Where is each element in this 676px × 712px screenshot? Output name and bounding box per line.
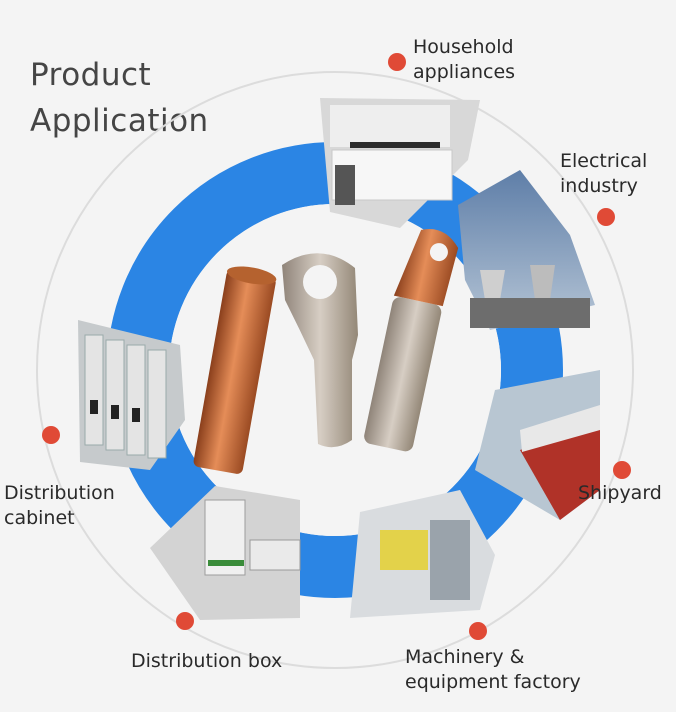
label-electrical-line-1: Electrical xyxy=(560,150,648,172)
label-machinery-line-2: equipment factory xyxy=(405,671,581,693)
label-cabinet-line-2: cabinet xyxy=(4,507,75,529)
label-electrical-industry: Electrical industry xyxy=(560,149,647,199)
tinned-lug xyxy=(282,253,358,448)
copper-tube xyxy=(193,266,277,474)
dot-distribution-box xyxy=(176,612,194,630)
dot-electrical xyxy=(597,208,615,226)
outer-circle xyxy=(36,71,634,669)
photo-distribution-cabinet xyxy=(78,320,185,470)
dot-household xyxy=(388,53,406,71)
label-cabinet-line-1: Distribution xyxy=(4,482,115,504)
label-household-line-2: appliances xyxy=(413,61,516,83)
photo-power-plant xyxy=(458,170,595,330)
page-title: Product Application xyxy=(30,52,209,144)
dot-distribution-cabinet xyxy=(42,426,60,444)
label-distribution-box: Distribution box xyxy=(131,650,283,672)
photo-household-kitchen xyxy=(320,98,480,228)
label-shipyard: Shipyard xyxy=(578,482,662,504)
photo-distribution-box xyxy=(150,486,301,620)
label-household-appliances: Household appliances xyxy=(413,35,515,85)
label-machinery-equipment-factory: Machinery & equipment factory xyxy=(405,645,581,695)
photo-machinery xyxy=(350,490,495,618)
dot-machinery xyxy=(469,622,487,640)
label-distribution-cabinet: Distribution cabinet xyxy=(4,481,115,531)
title-line-2: Application xyxy=(30,103,209,139)
dot-shipyard xyxy=(613,461,631,479)
copper-aluminium-lug xyxy=(364,229,459,452)
label-electrical-line-2: industry xyxy=(560,175,638,197)
photo-shipyard xyxy=(475,370,600,520)
label-household-line-1: Household xyxy=(413,36,514,58)
title-line-1: Product xyxy=(30,57,152,93)
label-machinery-line-1: Machinery & xyxy=(405,646,525,668)
